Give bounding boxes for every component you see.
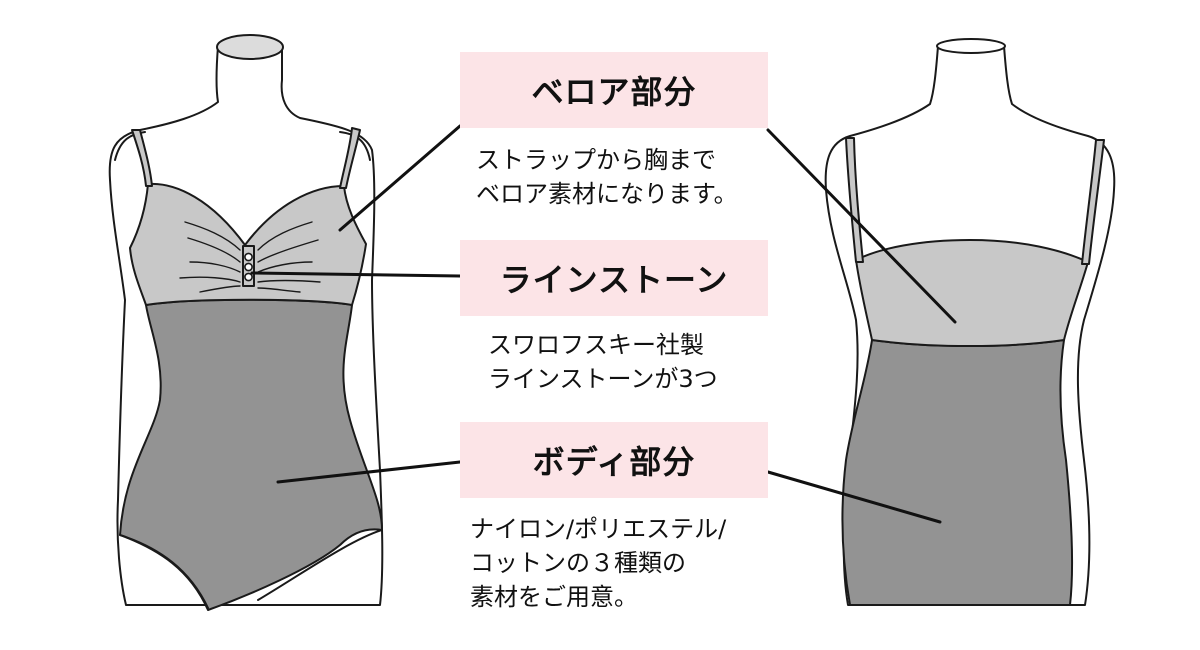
- back-view: [824, 38, 1116, 606]
- body-description-line-1: ナイロン/ポリエステル/: [470, 515, 727, 543]
- body-description-line-2: コットンの３種類の: [470, 549, 686, 577]
- leader-rhinestone: [250, 271, 462, 278]
- front-right-strap: [339, 127, 361, 189]
- front-neck-cap: [216, 34, 284, 60]
- body-description-line-3: 素材をご用意。: [470, 583, 638, 611]
- rhinestone-label: ラインストーン: [460, 240, 768, 316]
- rhinestones: [244, 252, 253, 282]
- leader-velour-back: [766, 128, 957, 324]
- velour-description-line-2: ベロア素材になります。: [476, 180, 738, 208]
- front-left-strap: [131, 129, 153, 187]
- body-label: ボディ部分: [460, 422, 768, 498]
- rhinestone-description: スワロフスキー社製 ラインストーンが3つ: [488, 328, 718, 396]
- leader-lines: [250, 124, 957, 524]
- leader-body-back: [766, 470, 942, 524]
- back-neck-cap: [936, 38, 1006, 54]
- front-ruching: [179, 221, 321, 293]
- front-right-shoulder: [339, 131, 371, 161]
- back-right-strap: [1081, 139, 1105, 265]
- rhinestone-1: [244, 252, 253, 262]
- leader-body-front: [276, 460, 462, 484]
- back-velour-panel: [855, 239, 1089, 347]
- front-view: [108, 34, 384, 611]
- rhinestone-3: [244, 272, 253, 282]
- back-left-strap: [845, 137, 864, 263]
- velour-description: ストラップから胸まで ベロア素材になります。: [476, 143, 738, 211]
- front-right-leg-opening: [257, 529, 383, 601]
- leader-velour-front: [338, 124, 462, 232]
- back-body-panel: [841, 339, 1074, 606]
- front-body-panel: [119, 298, 383, 611]
- front-left-leg-opening: [119, 534, 209, 609]
- body-description: ナイロン/ポリエステル/ コットンの３種類の 素材をご用意。: [470, 512, 726, 614]
- velour-description-line-1: ストラップから胸まで: [476, 146, 716, 174]
- velour-label: ベロア部分: [460, 52, 768, 128]
- rhinestone-description-line-1: スワロフスキー社製: [488, 331, 704, 359]
- rhinestone-description-line-2: ラインストーンが3つ: [488, 365, 718, 393]
- rhinestone-2: [244, 262, 253, 272]
